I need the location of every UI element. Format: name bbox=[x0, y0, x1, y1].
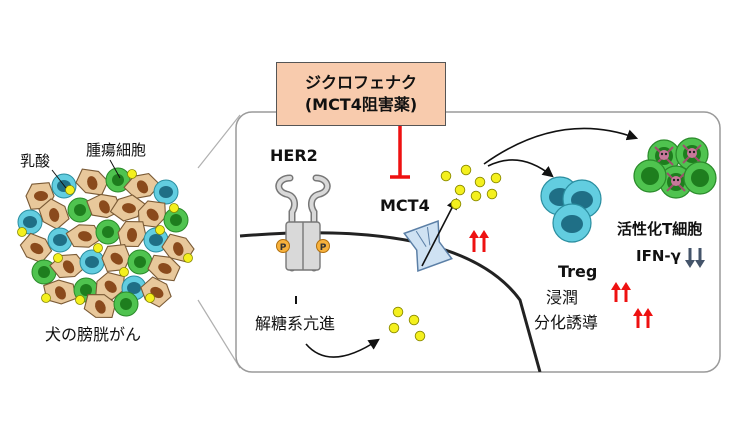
lactate-dot bbox=[408, 314, 420, 326]
arrow-to-treg bbox=[487, 159, 554, 178]
up-arrow-head bbox=[479, 230, 489, 238]
lactate-dot bbox=[388, 322, 400, 334]
arrow-to-tcell bbox=[483, 127, 639, 165]
treg-label: Treg bbox=[558, 262, 598, 281]
tumor-cell bbox=[101, 244, 131, 272]
skull-icon bbox=[659, 150, 669, 160]
up-arrow-head bbox=[633, 308, 643, 316]
lactate-dot bbox=[17, 227, 27, 237]
lactate-dot bbox=[460, 164, 472, 176]
tumor-caption: 犬の膀胱がん bbox=[45, 325, 142, 344]
phospho-left bbox=[276, 239, 290, 253]
lactate-dot bbox=[127, 169, 137, 179]
glycolysis-label: 解糖系亢進 bbox=[255, 314, 336, 333]
down-arrow-head bbox=[685, 260, 695, 268]
lactate-pointer bbox=[51, 169, 67, 189]
tumor-cell bbox=[65, 224, 103, 248]
ifn-label: IFN-γ bbox=[636, 247, 681, 265]
lactate-dot bbox=[155, 225, 165, 235]
tumor-cell bbox=[79, 249, 105, 275]
phospho-left-label: P bbox=[280, 243, 287, 253]
skull-icon bbox=[671, 176, 681, 186]
lactate-dot bbox=[474, 176, 486, 188]
tumor-cell bbox=[75, 168, 109, 196]
tumor-cells-label: 腫瘍細胞 bbox=[86, 141, 147, 159]
tumor-cell-pointer bbox=[109, 159, 121, 179]
activated-t-label: 活性化T細胞 bbox=[617, 220, 703, 238]
tumor-cell bbox=[109, 194, 147, 222]
tumor-cell bbox=[140, 276, 172, 308]
tumor-cell bbox=[95, 219, 121, 245]
up-arrow-head bbox=[643, 308, 653, 316]
mct4-transporter bbox=[403, 220, 453, 272]
lactate-dot bbox=[93, 243, 103, 253]
tumor-cell bbox=[19, 232, 53, 264]
lactate-dot bbox=[53, 253, 63, 263]
phospho-right bbox=[316, 239, 330, 253]
drug-name: ジクロフェナク bbox=[304, 73, 417, 93]
tumor-cell bbox=[38, 198, 70, 230]
cell-panel-frame bbox=[235, 111, 721, 373]
activated-t-cell bbox=[633, 159, 667, 193]
efflux-arrow bbox=[421, 198, 458, 267]
lactate-dot bbox=[414, 330, 426, 342]
activated-t-cell bbox=[683, 161, 717, 195]
tumor-cell bbox=[123, 173, 161, 199]
tumor-cell bbox=[86, 193, 122, 219]
lactate-dot bbox=[169, 203, 179, 213]
up-arrows bbox=[469, 230, 653, 328]
tumor-cell bbox=[147, 254, 181, 282]
mct4-label: MCT4 bbox=[380, 196, 430, 215]
lactate-dot bbox=[41, 293, 51, 303]
lactate-dot bbox=[490, 172, 502, 184]
up-arrow-head bbox=[611, 282, 621, 290]
lactate-dot bbox=[119, 267, 129, 277]
skull-icon bbox=[687, 148, 697, 158]
up-arrow-head bbox=[469, 230, 479, 238]
lactate-dot bbox=[145, 293, 155, 303]
up-arrow-head bbox=[621, 282, 631, 290]
tumor-cell bbox=[43, 279, 77, 305]
tumor-cell bbox=[31, 259, 57, 285]
glycolysis-arrow bbox=[305, 338, 380, 358]
lactate-dot bbox=[486, 188, 498, 200]
down-arrow-head bbox=[695, 260, 705, 268]
activated-t-cells bbox=[633, 137, 717, 199]
tumor-cell bbox=[113, 291, 139, 317]
tumor-cell bbox=[47, 227, 73, 253]
zoom-line-bottom bbox=[197, 299, 241, 369]
zoom-line-top bbox=[197, 114, 241, 169]
lactate-dot bbox=[440, 170, 452, 182]
tumor-cell bbox=[153, 179, 179, 205]
lactate-dot bbox=[75, 295, 85, 305]
down-arrows bbox=[685, 248, 705, 268]
treg-cells bbox=[540, 176, 602, 243]
lactate-dot bbox=[392, 306, 404, 318]
lactate-molecules bbox=[388, 164, 502, 342]
drug-subtitle: (MCT4阻害薬) bbox=[304, 95, 418, 114]
lactate-dot bbox=[470, 190, 482, 202]
her2-label: HER2 bbox=[270, 146, 318, 165]
infiltration-label: 浸潤 bbox=[546, 288, 579, 307]
lactate-dot bbox=[454, 184, 466, 196]
drug-box: ジクロフェナク (MCT4阻害薬) bbox=[276, 62, 446, 126]
tumor-cell bbox=[127, 249, 153, 275]
lactate-dot bbox=[65, 185, 75, 195]
tumor-cell bbox=[117, 220, 147, 248]
tumor-cluster bbox=[17, 167, 195, 318]
differentiation-label: 分化誘導 bbox=[534, 313, 599, 332]
lactate-dot bbox=[450, 198, 462, 210]
tumor-cell bbox=[163, 207, 189, 233]
lactate-dot bbox=[183, 253, 193, 263]
lactate-label: 乳酸 bbox=[20, 152, 51, 170]
phospho-right-label: P bbox=[320, 243, 327, 253]
her2-receptor bbox=[275, 174, 331, 272]
